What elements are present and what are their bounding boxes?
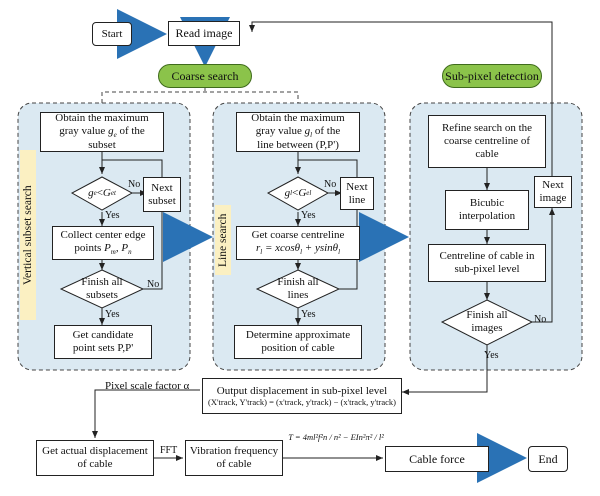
blue-arrows <box>117 9 527 483</box>
obtain-max-gl-box: Obtain the maximum gray value gl of the … <box>236 112 360 152</box>
coarse-centreline-box: Get coarse centreline rl = xcosθl + ysin… <box>236 226 360 260</box>
coarse-search-pill: Coarse search <box>158 64 252 88</box>
finish-images-yes-label: Yes <box>484 350 499 361</box>
cable-force-box: Cable force <box>385 446 489 472</box>
decision-ge-yes-label: Yes <box>105 210 120 221</box>
coarse-split-connector <box>101 91 299 103</box>
obtain-max-ge-box: Obtain the maximum gray value ge of the … <box>40 112 164 152</box>
tension-formula: T = 4ml²f²n / n² − EIn²π² / l² <box>288 432 384 442</box>
decision-finish-subsets-diamond <box>59 269 145 309</box>
pixel-scale-factor-label: Pixel scale factor α <box>105 380 190 392</box>
decision-gl-yes-label: Yes <box>301 210 316 221</box>
output-displacement-box: Output displacement in sub-pixel level (… <box>202 378 402 414</box>
collect-center-edge-box: Collect center edge points Pm, Pn <box>52 226 154 260</box>
read-image-box: Read image <box>168 21 240 46</box>
vertical-subset-search-label: Vertical subset search <box>20 150 36 320</box>
decision-ge-no-label: No <box>128 179 141 190</box>
decision-ge-diamond <box>70 176 134 211</box>
finish-lines-yes-label: Yes <box>301 309 316 320</box>
finish-images-no-label: No <box>534 314 547 325</box>
end-box: End <box>528 446 568 472</box>
subpixel-detection-pill: Sub-pixel detection <box>442 64 542 88</box>
fft-label: FFT <box>160 445 178 456</box>
finish-subsets-no-label: No <box>147 279 160 290</box>
line-search-label: Line search <box>215 205 231 275</box>
decision-gl-no-label: No <box>324 179 337 190</box>
finish-subsets-yes-label: Yes <box>105 309 120 320</box>
decision-gl-diamond <box>266 176 330 211</box>
decision-finish-images-diamond <box>440 299 534 346</box>
panel-subpixel <box>409 102 583 371</box>
decision-finish-lines-diamond <box>255 269 341 309</box>
start-box: Start <box>92 22 132 46</box>
